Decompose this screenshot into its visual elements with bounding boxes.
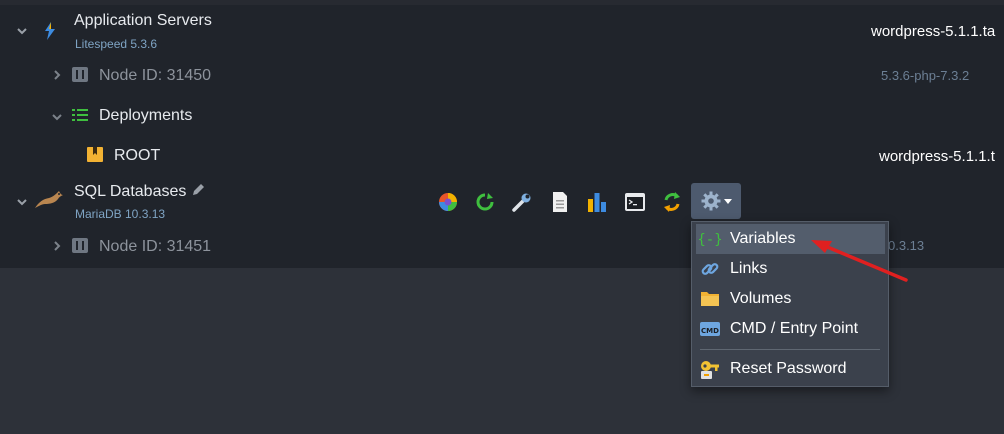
- app-servers-subtitle: Litespeed 5.3.6: [75, 37, 158, 51]
- menu-item-label: Links: [730, 260, 768, 277]
- root-package-icon: [87, 147, 103, 167]
- node-31450-label[interactable]: Node ID: 31450: [99, 67, 212, 84]
- top-strip: [0, 0, 1004, 5]
- settings-gear-icon: [701, 191, 721, 211]
- links-icon: [699, 258, 721, 280]
- annotation-arrow-icon: [811, 240, 908, 282]
- chevron-down-icon[interactable]: [16, 25, 28, 37]
- sql-databases-title[interactable]: SQL Databases: [74, 183, 187, 200]
- statistics-icon[interactable]: [585, 190, 609, 214]
- menu-item-variables[interactable]: {-} Variables: [696, 224, 885, 254]
- menu-item-label: CMD / Entry Point: [730, 320, 859, 337]
- cmd-icon: CMD: [699, 318, 721, 340]
- volumes-icon: [699, 288, 721, 310]
- menu-separator: [700, 349, 880, 350]
- menu-item-cmd-entry-point[interactable]: CMD CMD / Entry Point: [696, 314, 885, 344]
- app-servers-title[interactable]: Application Servers: [74, 12, 212, 29]
- node-31450-version: 5.3.6-php-7.3.2: [881, 68, 970, 83]
- chevron-right-icon[interactable]: [51, 69, 63, 81]
- menu-item-label: Reset Password: [730, 360, 847, 377]
- config-wrench-icon[interactable]: [510, 190, 534, 214]
- svg-text:{-}: {-}: [699, 232, 721, 248]
- node-server-icon: [72, 67, 88, 87]
- variables-icon: {-}: [699, 228, 721, 250]
- node-31451-version: 0.3.13: [888, 238, 925, 253]
- settings-dropdown-menu: {-} Variables Links Volumes CMD CMD / En…: [691, 221, 889, 387]
- menu-item-label: Volumes: [730, 290, 792, 307]
- settings-gear-button[interactable]: [691, 183, 741, 219]
- node-server-icon: [72, 238, 88, 258]
- log-file-icon[interactable]: [548, 190, 572, 214]
- deployments-label[interactable]: Deployments: [99, 107, 193, 124]
- restart-icon[interactable]: [473, 190, 497, 214]
- redeploy-icon[interactable]: [660, 190, 684, 214]
- open-in-browser-icon[interactable]: [436, 190, 460, 214]
- deployments-list-icon: [72, 108, 88, 127]
- chevron-down-icon[interactable]: [51, 111, 63, 123]
- menu-item-links[interactable]: Links: [696, 254, 885, 284]
- app-servers-deployment-label: wordpress-5.1.1.ta: [871, 23, 996, 40]
- edit-pencil-icon[interactable]: [191, 183, 205, 202]
- litespeed-icon: [43, 22, 57, 45]
- chevron-right-icon[interactable]: [51, 240, 63, 252]
- root-deployment-label: wordpress-5.1.1.t: [879, 148, 995, 165]
- mariadb-seal-icon: [33, 188, 65, 215]
- chevron-down-icon[interactable]: [16, 196, 28, 208]
- web-ssh-icon[interactable]: [623, 190, 647, 214]
- root-label[interactable]: ROOT: [114, 147, 161, 164]
- menu-item-label: Variables: [730, 230, 796, 247]
- menu-item-reset-password[interactable]: Reset Password: [696, 354, 885, 384]
- svg-text:CMD: CMD: [701, 327, 719, 335]
- caret-down-icon: [723, 198, 732, 204]
- node-31451-label[interactable]: Node ID: 31451: [99, 238, 212, 255]
- sql-databases-subtitle: MariaDB 10.3.13: [75, 207, 166, 221]
- menu-item-volumes[interactable]: Volumes: [696, 284, 885, 314]
- reset-password-icon: [699, 358, 721, 380]
